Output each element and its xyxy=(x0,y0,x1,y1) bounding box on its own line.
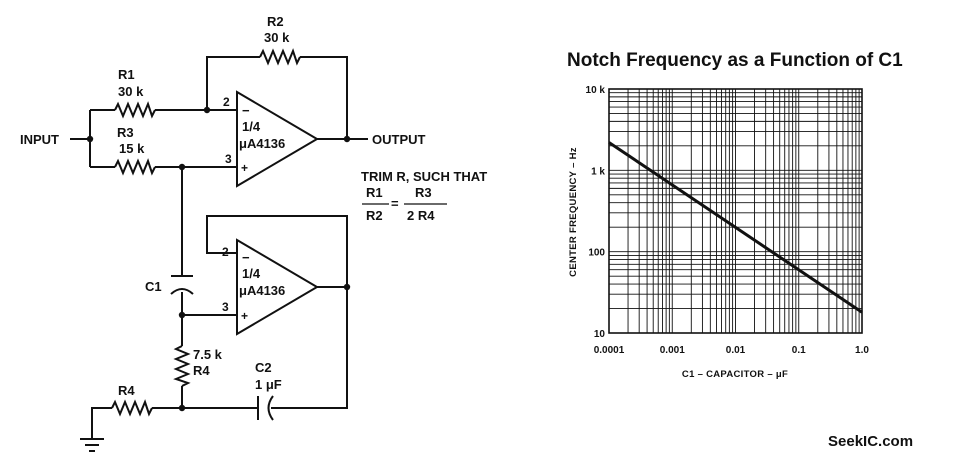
y-tick-label: 100 xyxy=(588,248,605,259)
opamp1-pin-inv: 2 xyxy=(223,95,230,109)
resistor-r3-symbol xyxy=(114,158,156,176)
resistor-r2-symbol xyxy=(259,48,301,66)
trim-den-right: 2 R4 xyxy=(407,208,435,223)
r1-name: R1 xyxy=(118,67,135,82)
opamp1-pin-noninv: 3 xyxy=(225,152,232,166)
resistor-r4-vertical-symbol xyxy=(173,345,191,387)
trim-den-left: R2 xyxy=(366,208,383,223)
bottom-junction xyxy=(178,404,186,412)
y-tick-label: 10 xyxy=(594,329,606,340)
x-tick-label: 0.001 xyxy=(660,345,685,356)
r2-name: R2 xyxy=(267,14,284,29)
c1-name: C1 xyxy=(145,279,162,294)
opamp1-minus-sign: − xyxy=(242,103,250,118)
opamp-1: 2 3 − + 1/4 μA4136 xyxy=(223,90,319,188)
notch-filter-circuit: 2 3 − + 1/4 μA4136 2 3 − + 1/4 μA4136 IN… xyxy=(20,14,487,452)
ground-icon xyxy=(80,437,104,452)
chart-series xyxy=(608,141,863,314)
x-tick-label: 0.0001 xyxy=(594,345,625,356)
r4-top-name: R4 xyxy=(193,363,210,378)
input-label: INPUT xyxy=(20,132,59,147)
opamp-2: 2 3 − + 1/4 μA4136 xyxy=(222,238,319,336)
r3-name: R3 xyxy=(117,125,134,140)
trim-equals: = xyxy=(391,196,399,211)
y-tick-label: 1 k xyxy=(591,166,605,177)
y-tick-label: 10 k xyxy=(586,85,606,96)
c1-r4-junction xyxy=(178,311,186,319)
c2-name: C2 xyxy=(255,360,272,375)
x-axis-label: C1 – CAPACITOR – μF xyxy=(682,369,788,380)
capacitor-c1-symbol xyxy=(170,275,194,295)
series-line-notch-frequency xyxy=(608,141,863,314)
r1-value: 30 k xyxy=(118,84,144,99)
chart-grid xyxy=(608,89,862,334)
trim-instruction: TRIM R, SUCH THAT xyxy=(361,169,487,184)
opamp1-fraction: 1/4 xyxy=(242,119,261,134)
inv-input-junction xyxy=(203,106,211,114)
output-label: OUTPUT xyxy=(372,132,426,147)
trim-num-right: R3 xyxy=(415,185,432,200)
opamp2-part: μA4136 xyxy=(239,283,285,298)
capacitor-c2-symbol xyxy=(257,395,274,421)
y-axis-label: CENTER FREQUENCY – Hz xyxy=(568,147,579,277)
trim-num-left: R1 xyxy=(366,185,383,200)
opamp2-pin-inv: 2 xyxy=(222,245,229,259)
resistor-r4-bottom-symbol xyxy=(111,399,153,417)
c2-value: 1 μF xyxy=(255,377,282,392)
x-tick-label: 0.1 xyxy=(792,345,806,356)
opamp1-plus-sign: + xyxy=(241,161,248,175)
r4-bottom-name: R4 xyxy=(118,383,135,398)
x-tick-label: 0.01 xyxy=(726,345,746,356)
buffer-output-junction xyxy=(343,283,351,291)
opamp2-pin-noninv: 3 xyxy=(222,300,229,314)
input-junction xyxy=(86,135,94,143)
r3-value: 15 k xyxy=(119,141,145,156)
r4-top-value: 7.5 k xyxy=(193,347,223,362)
circuit-wires xyxy=(70,56,368,437)
notch-frequency-chart: Notch Frequency as a Function of C1 0.00… xyxy=(567,50,903,380)
watermark: SeekIC.com xyxy=(828,433,913,450)
opamp2-fraction: 1/4 xyxy=(242,266,261,281)
opamp2-minus-sign: − xyxy=(242,250,250,265)
chart-title: Notch Frequency as a Function of C1 xyxy=(567,50,903,71)
plot-frame xyxy=(608,88,863,334)
opamp2-plus-sign: + xyxy=(241,309,248,323)
opamp1-part: μA4136 xyxy=(239,136,285,151)
noninv-input-junction xyxy=(178,163,186,171)
r2-value: 30 k xyxy=(264,30,290,45)
trim-formula: TRIM R, SUCH THAT R1 R2 = R3 2 R4 xyxy=(361,169,487,223)
output-junction xyxy=(343,135,351,143)
x-tick-label: 1.0 xyxy=(855,345,869,356)
chart-ticks: 0.0001 0.001 0.01 0.1 1.0 10 100 1 k 10 k xyxy=(586,85,870,356)
resistor-r1-symbol xyxy=(114,101,156,119)
